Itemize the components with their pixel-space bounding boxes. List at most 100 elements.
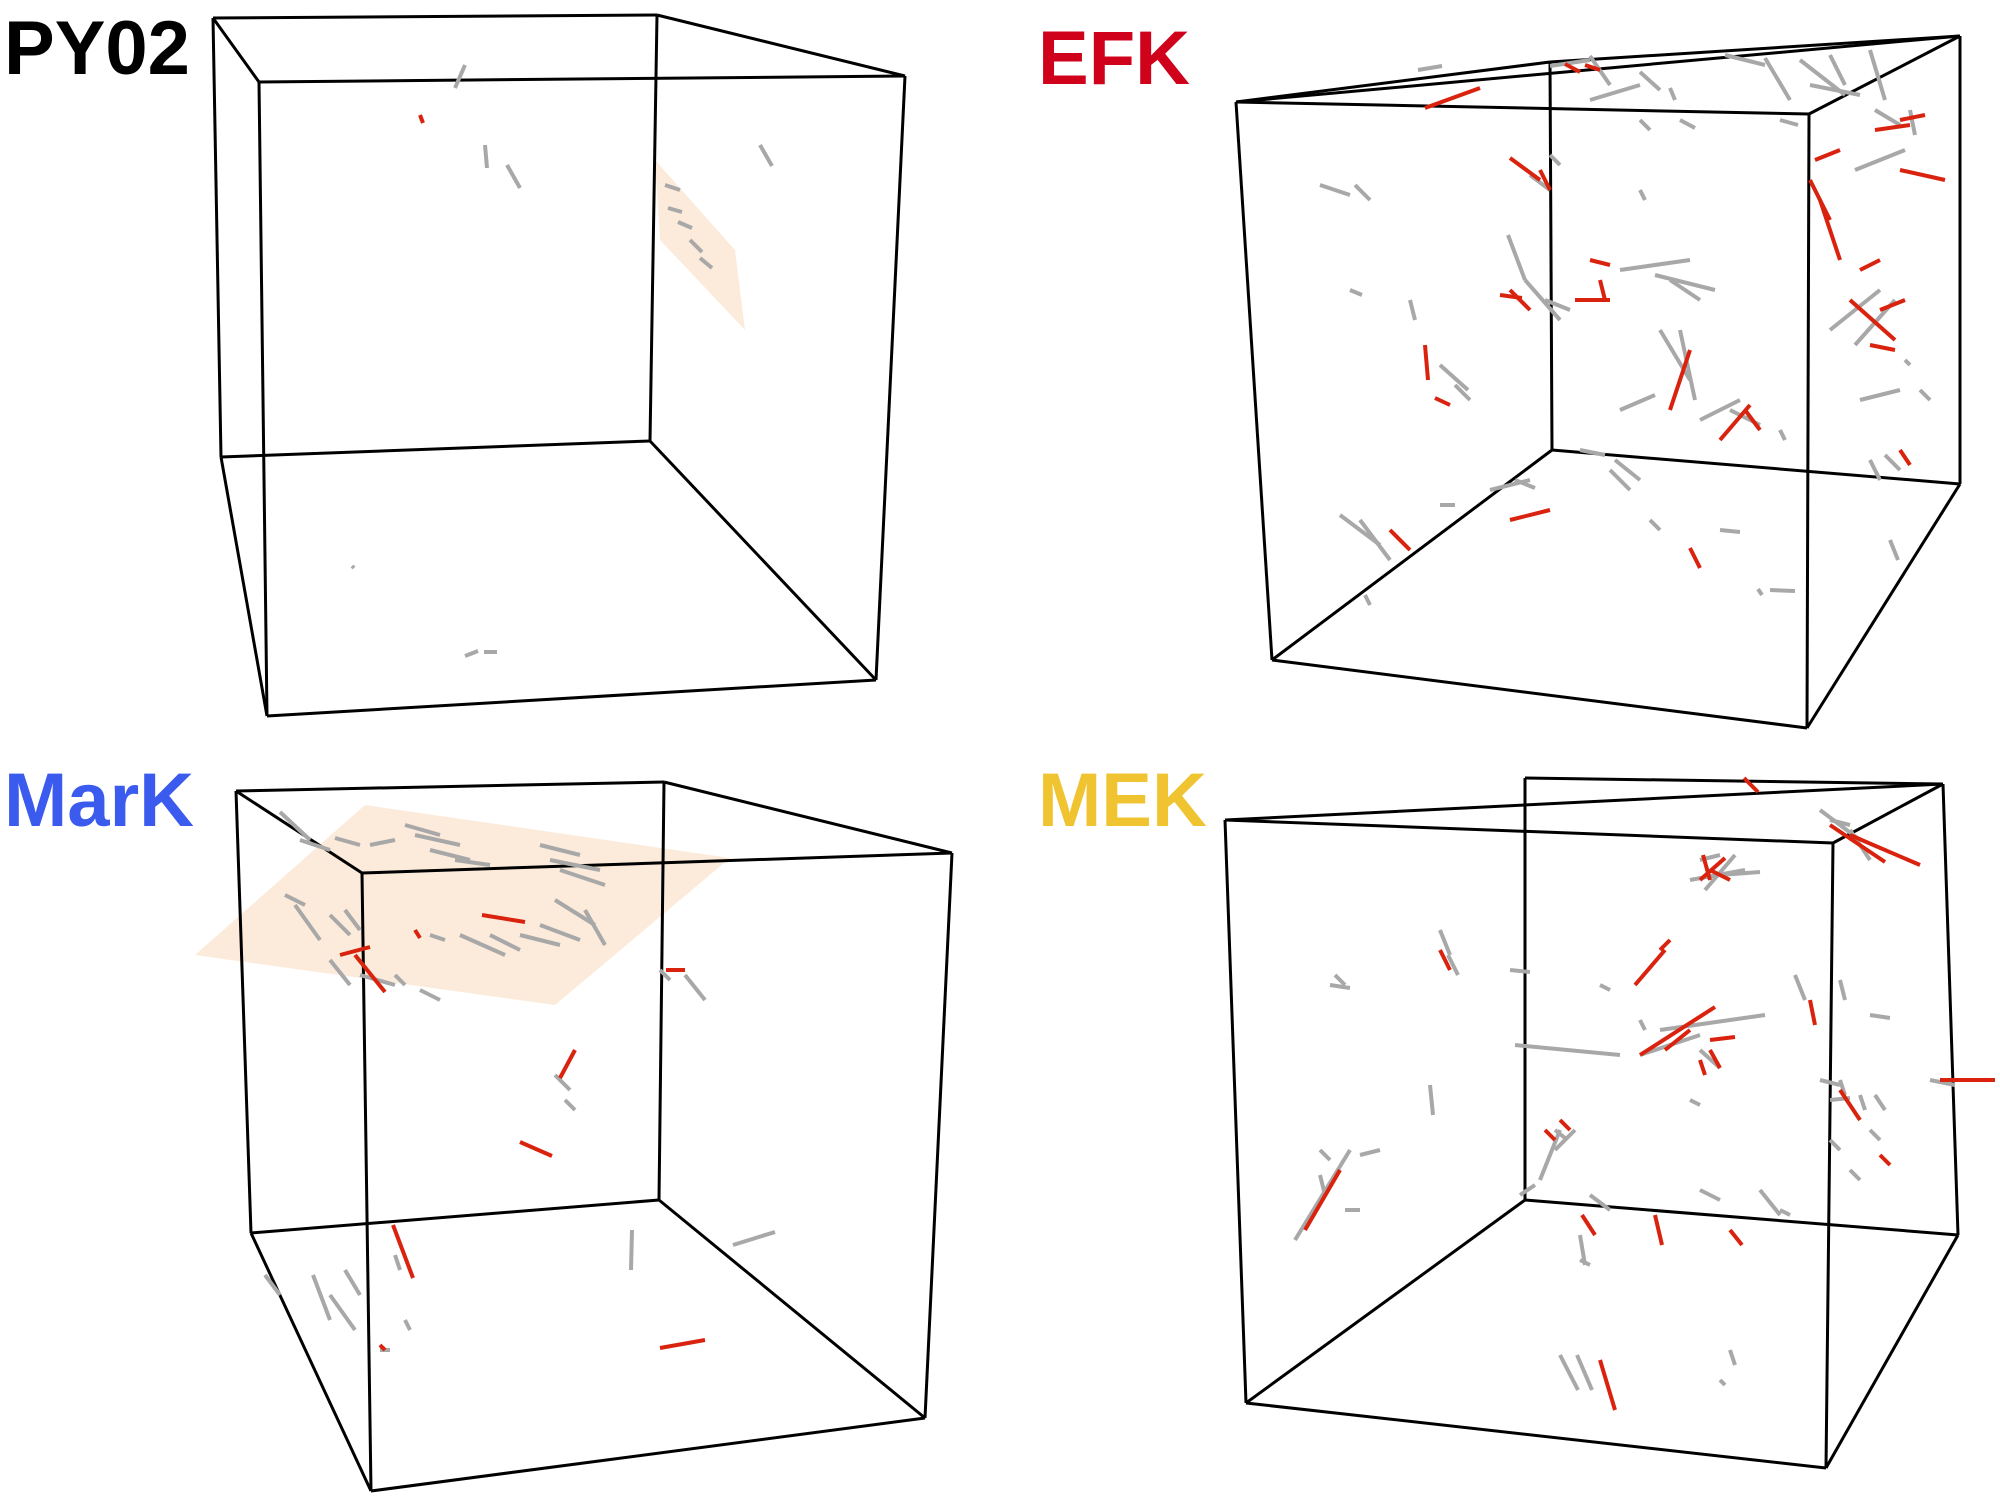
red-segment (1509, 508, 1551, 522)
red-segment (1303, 1168, 1342, 1232)
red-segment (339, 945, 371, 957)
gray-segment (559, 868, 606, 887)
gray-segment (1793, 974, 1807, 1001)
gray-segment (698, 256, 714, 270)
gray-segment (1854, 148, 1906, 172)
gray-segment (459, 933, 506, 957)
red-segment (1663, 1028, 1692, 1052)
cube-edge (1824, 842, 1835, 1469)
highlight-plane (655, 160, 745, 330)
gray-segment (539, 843, 581, 857)
gray-segment (1648, 518, 1662, 532)
red-segment (1818, 199, 1842, 261)
gray-segment (549, 858, 601, 872)
cube-edge (874, 75, 907, 681)
gray-segment (1838, 1079, 1847, 1096)
red-segment (1848, 298, 1897, 342)
panel-mark (195, 780, 954, 1493)
gray-segment (489, 933, 521, 952)
gray-segment (1668, 278, 1702, 302)
gray-segment (1779, 1208, 1791, 1217)
panel-title-efk: EFK (1038, 16, 1190, 101)
gray-segment (1703, 853, 1737, 892)
cube-edge (250, 1198, 660, 1235)
red-segment (1424, 86, 1481, 110)
cube-edge (234, 790, 253, 1234)
gray-segment (1679, 118, 1696, 130)
gray-segment (1756, 587, 1764, 597)
red-segment (481, 913, 526, 924)
cube-edge (1245, 1401, 1827, 1470)
gray-segment (1848, 1168, 1862, 1182)
red-segment (1638, 1005, 1717, 1057)
cube-edge (1224, 818, 1834, 845)
gray-segment (1638, 70, 1662, 92)
gray-segment (263, 1273, 282, 1297)
gray-segment (758, 144, 774, 167)
red-segment (1859, 258, 1881, 272)
gray-segment (1719, 870, 1761, 877)
cube-edge (663, 780, 953, 855)
cube-edge (1235, 100, 1810, 116)
gray-segment (1888, 539, 1900, 561)
cube-edge (1805, 113, 1811, 729)
gray-segment (1918, 388, 1932, 402)
cube-edge (1524, 1198, 1959, 1237)
gray-segment (1769, 588, 1796, 593)
gray-segment (1809, 83, 1861, 97)
red-segment (418, 114, 425, 124)
gray-segment (328, 913, 352, 937)
cube-edge (1524, 776, 1944, 786)
gray-segment (1608, 468, 1632, 492)
red-segment (1598, 279, 1607, 301)
gray-segment (1599, 983, 1611, 992)
panel-mek (1223, 776, 1995, 1470)
red-segment (1598, 1359, 1617, 1411)
gray-segment (505, 164, 522, 189)
cube-edge (1805, 483, 1962, 729)
cube-edge (1224, 782, 1944, 822)
red-segment (1434, 396, 1451, 407)
red-segment (1742, 776, 1760, 794)
gray-segment (732, 1230, 776, 1247)
cube-edge (257, 81, 269, 717)
gray-segment (1446, 954, 1460, 976)
gray-segment (553, 1073, 572, 1092)
gray-segment (328, 1293, 357, 1332)
gray-segment (553, 898, 597, 927)
gray-segment (1575, 1354, 1594, 1391)
gray-segment (1293, 1148, 1352, 1242)
red-segment (1508, 156, 1542, 182)
gray-segment (1668, 87, 1677, 101)
gray-segment (1873, 108, 1902, 127)
gray-segment (1858, 1094, 1867, 1111)
red-segment (1388, 528, 1412, 552)
red-segment (1743, 408, 1762, 432)
gray-segment (454, 858, 491, 867)
gray-segment (1514, 478, 1536, 490)
gray-segment (1514, 1043, 1621, 1057)
gray-segment (403, 1319, 412, 1331)
gray-segment (1319, 183, 1351, 197)
red-segment (1658, 938, 1672, 952)
gray-segment (1358, 518, 1392, 562)
cube-edge (1549, 34, 1961, 64)
cube-edge (1234, 101, 1274, 661)
cube-edge (249, 1232, 373, 1492)
gray-segment (1868, 1128, 1882, 1142)
cube-edge (370, 1416, 926, 1493)
red-segment (1879, 298, 1906, 312)
red-segment (1580, 1213, 1597, 1237)
gray-segment (293, 903, 322, 942)
gray-segment (1883, 453, 1902, 472)
red-segment (1633, 948, 1667, 987)
gray-segment (683, 973, 707, 1002)
gray-segment (328, 958, 352, 987)
red-segment (1878, 1153, 1892, 1167)
gray-segment (1719, 528, 1741, 534)
red-segment (1808, 999, 1817, 1026)
cube-edge (1824, 1234, 1960, 1469)
gray-segment (1589, 83, 1641, 102)
gray-segment (299, 838, 331, 852)
